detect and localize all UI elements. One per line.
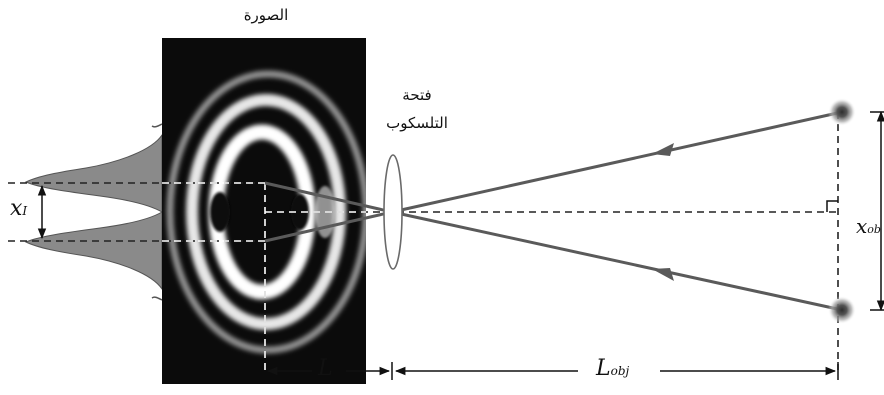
dashed-guides — [8, 112, 839, 370]
intensity-profile — [24, 123, 163, 301]
star-top — [828, 98, 856, 126]
x-image-label: xI — [10, 196, 28, 221]
light-rays — [264, 110, 843, 312]
x-object-dimension — [870, 110, 884, 312]
x-object-label: xob — [856, 214, 881, 238]
telescope-lens — [383, 154, 403, 270]
l-label: L — [318, 356, 333, 381]
dashed-guides-light — [162, 182, 366, 370]
l-dimension — [266, 362, 393, 380]
aperture-label-line2: التلسكوب — [386, 114, 448, 132]
right-angle-marker — [826, 200, 838, 212]
image-label: الصورة — [243, 6, 289, 24]
l-obj-dimension — [394, 362, 839, 380]
star-bottom — [828, 296, 856, 324]
image-screen — [162, 38, 366, 384]
aperture-label-line1: فتحة — [402, 86, 432, 104]
ray-arrow-heads — [652, 143, 674, 281]
l-obj-label: Lobj — [596, 356, 630, 381]
